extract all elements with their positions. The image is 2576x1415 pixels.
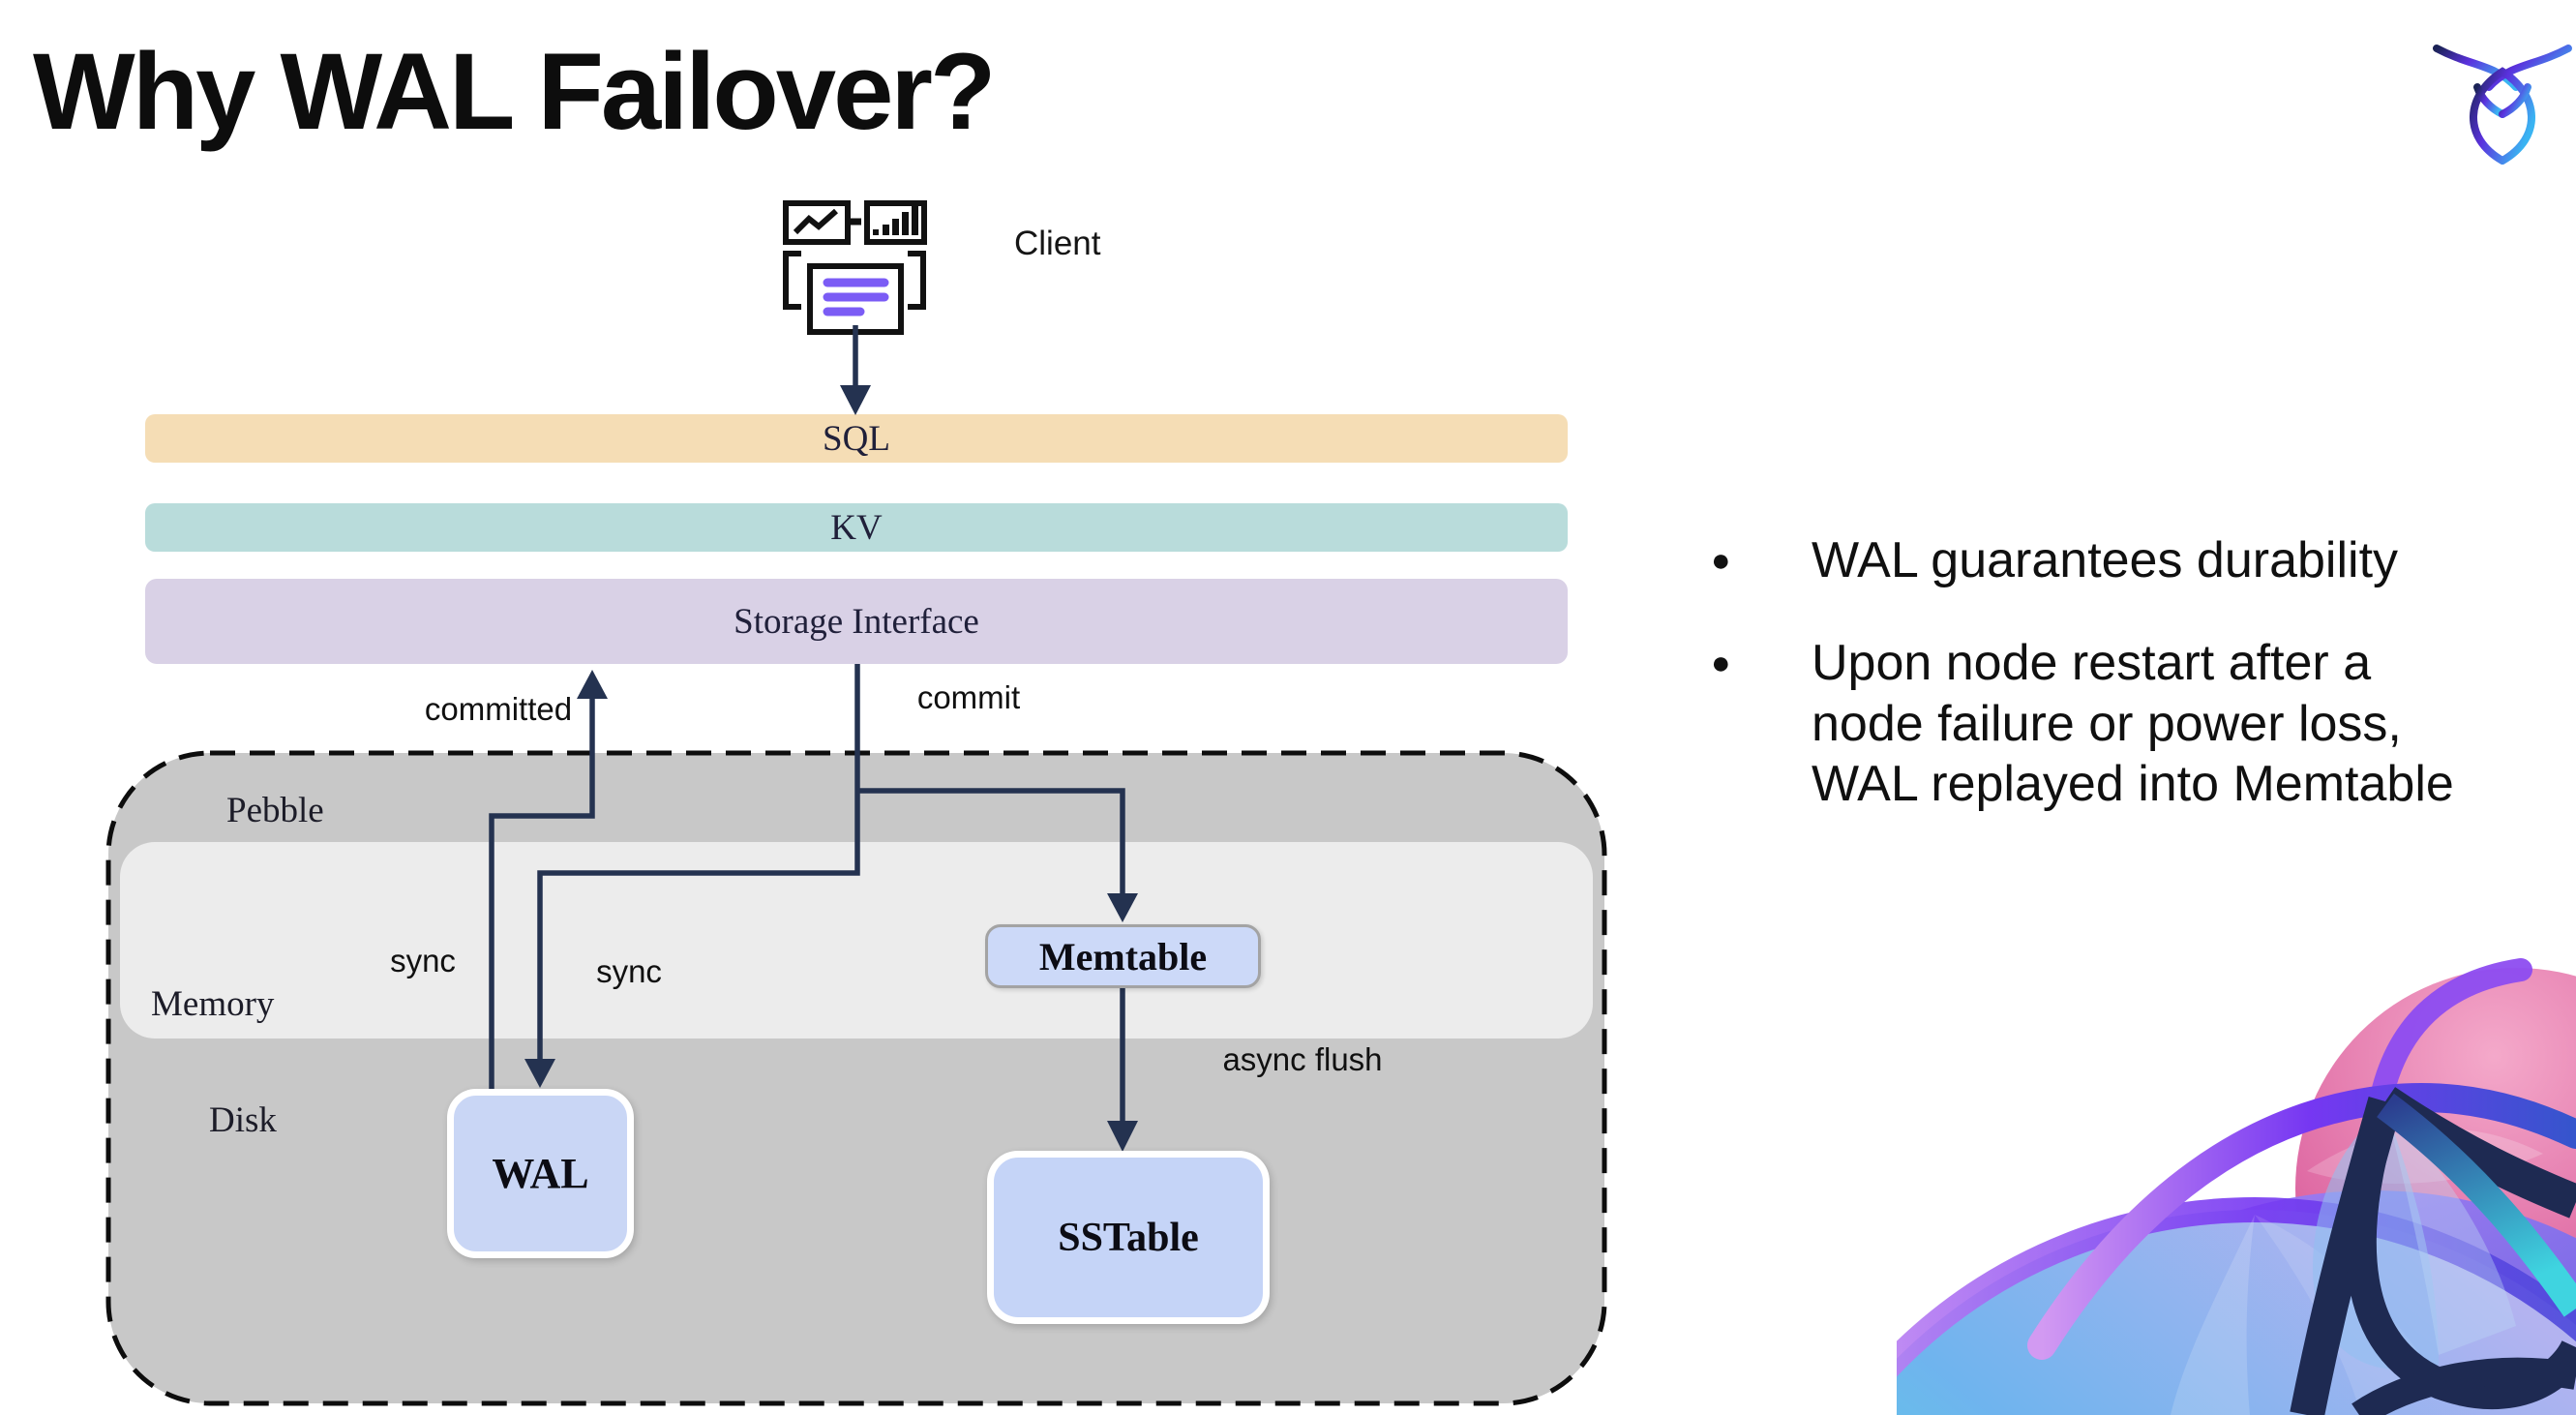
sstable-label: SSTable — [1058, 1215, 1199, 1260]
layer-kv: KV — [145, 503, 1568, 552]
edge-label-commit: commit — [916, 679, 1021, 715]
layer-kv-label: KV — [830, 507, 883, 548]
edge-label-sync-right: sync — [596, 953, 662, 989]
memtable-node: Memtable — [985, 924, 1261, 988]
bullet-dot: ● — [1711, 645, 1731, 682]
bullet-text-durability: WAL guarantees durability — [1812, 532, 2399, 588]
memtable-label: Memtable — [1038, 934, 1208, 978]
bullet-list: ● WAL guarantees durability ● Upon node … — [1711, 530, 2562, 815]
layer-sql-label: SQL — [823, 418, 890, 459]
cockroachdb-brand-artwork — [1897, 958, 2576, 1415]
bullet-item: ● Upon node restart after a node failure… — [1711, 633, 2562, 814]
cockroachdb-logo-icon — [2433, 45, 2572, 165]
wal-label: WAL — [492, 1150, 589, 1197]
bullet-dot: ● — [1711, 542, 1731, 579]
layer-storage-interface-label: Storage Interface — [734, 601, 979, 642]
pebble-label: Pebble — [226, 791, 324, 830]
client-label: Client — [1014, 225, 1101, 262]
layer-sql: SQL — [145, 414, 1568, 463]
edge-label-sync-left: sync — [390, 943, 456, 978]
bullet-item: ● WAL guarantees durability — [1711, 530, 2562, 590]
layer-storage-interface: Storage Interface — [145, 579, 1568, 664]
edge-label-async-flush: async flush — [1222, 1041, 1383, 1077]
edge-label-committed: committed — [424, 691, 573, 727]
wal-node: WAL — [447, 1089, 634, 1258]
client-icon — [783, 200, 927, 335]
page-title: Why WAL Failover? — [33, 31, 996, 152]
bullet-text-replay: Upon node restart after a node failure o… — [1812, 635, 2454, 813]
disk-label: Disk — [209, 1100, 277, 1140]
sstable-node: SSTable — [987, 1151, 1270, 1324]
memory-label: Memory — [151, 984, 275, 1024]
memory-band — [120, 842, 1593, 1039]
